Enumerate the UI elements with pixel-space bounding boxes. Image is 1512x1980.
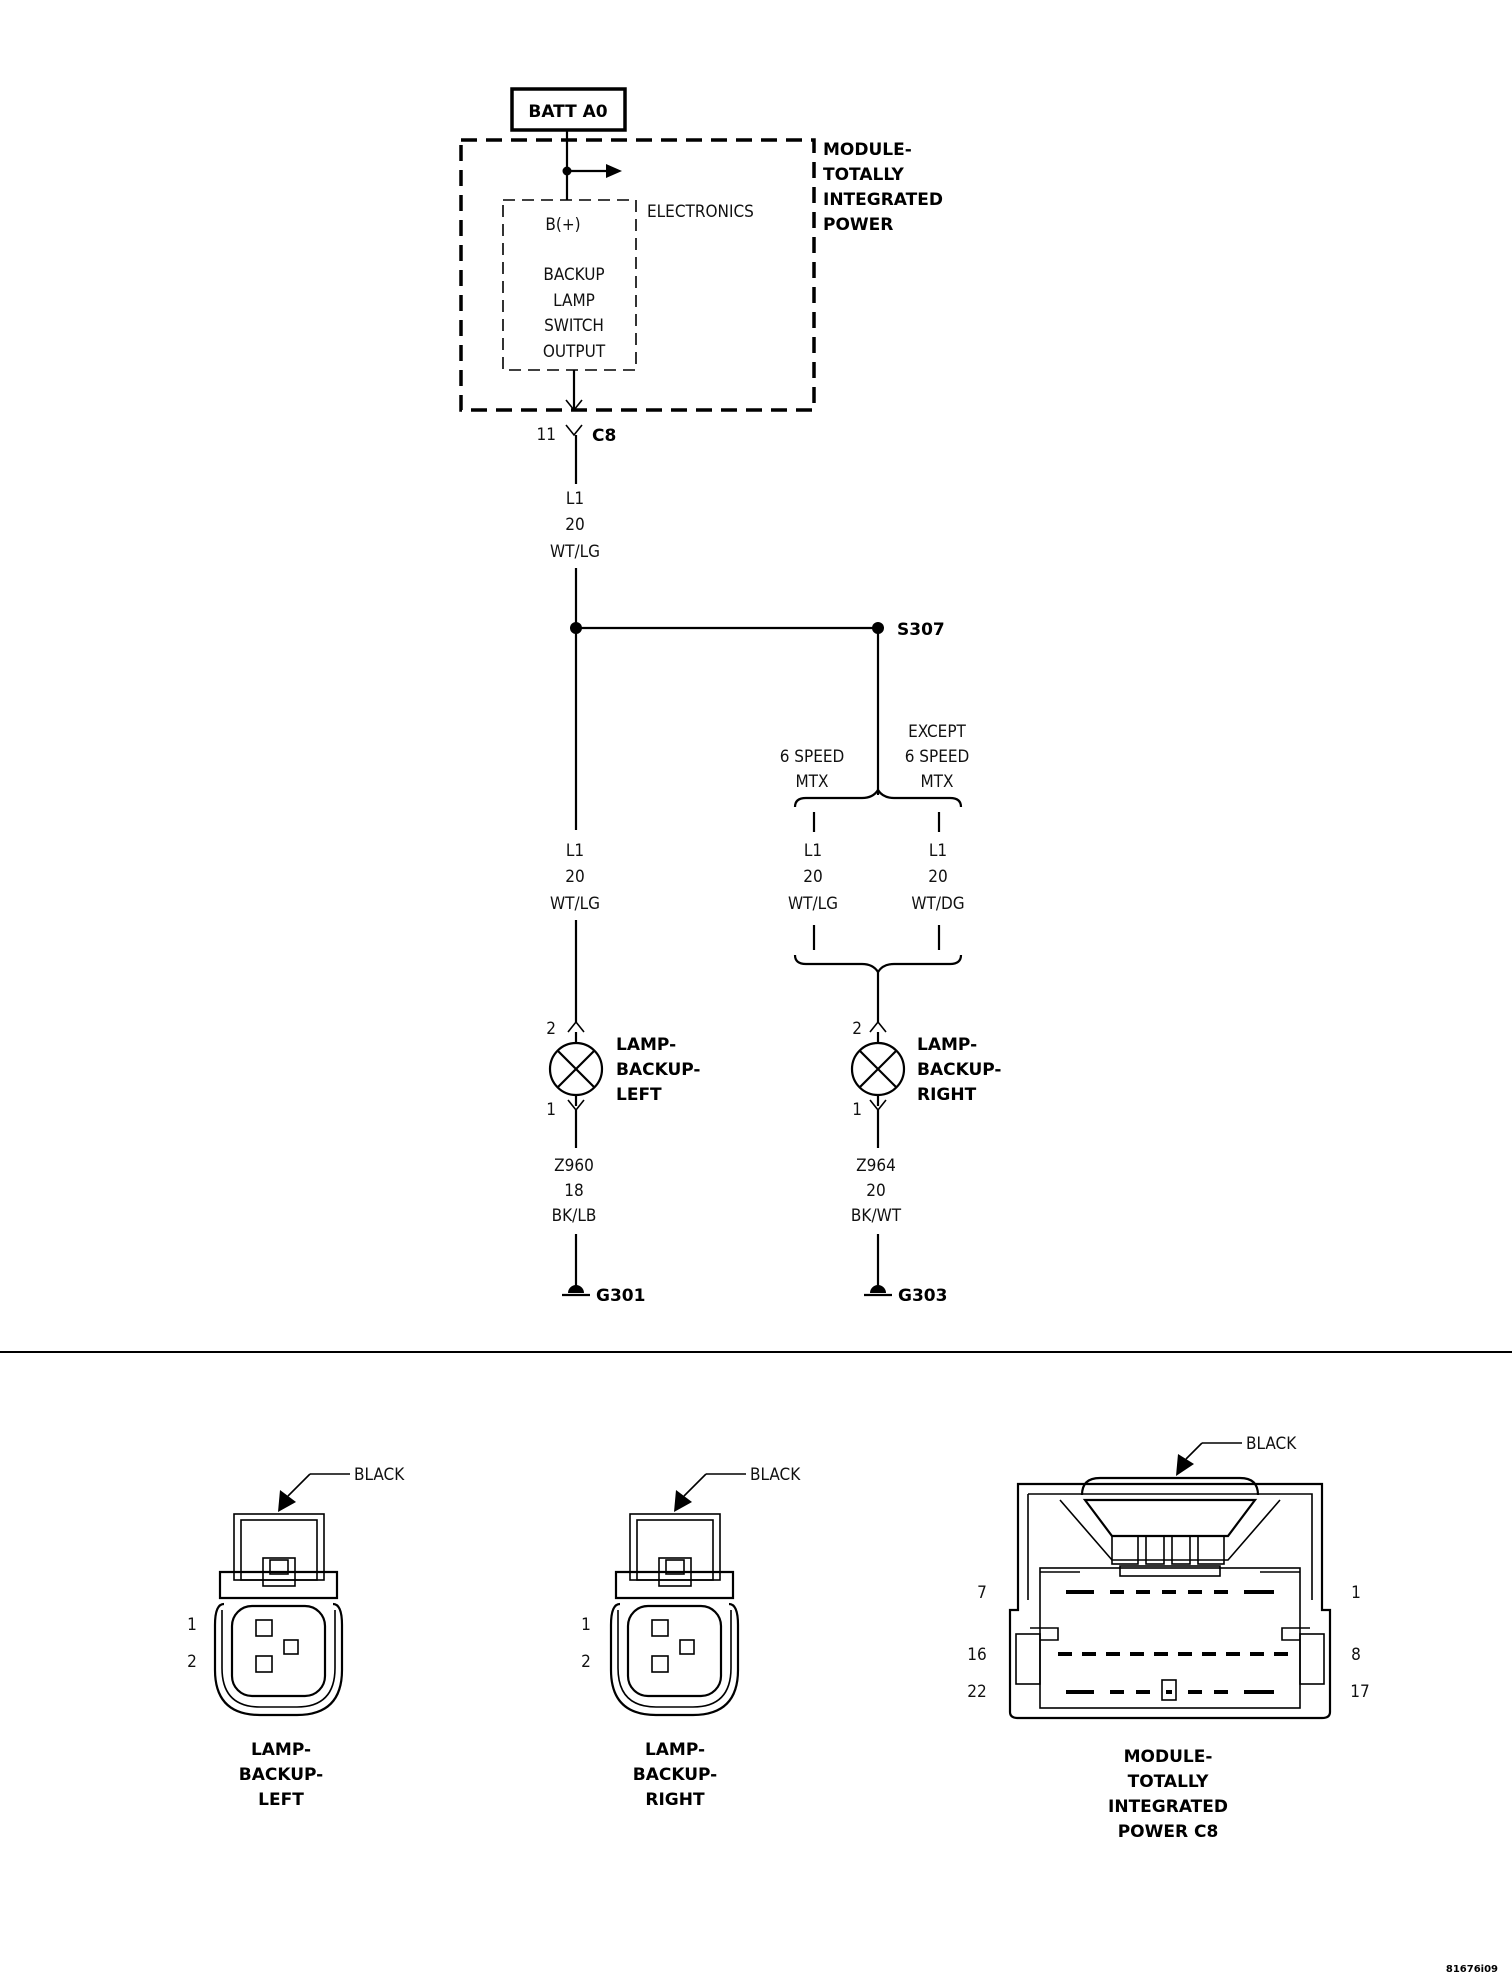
- svg-text:2: 2: [581, 1652, 591, 1672]
- option-brace-top: [793, 787, 963, 808]
- svg-text:RIGHT: RIGHT: [645, 1790, 705, 1810]
- svg-text:20: 20: [565, 867, 584, 887]
- power-source-label: BATT A0: [528, 102, 607, 122]
- svg-text:BACKUP-: BACKUP-: [633, 1765, 718, 1785]
- option-b-wire-label: L1 20 WT/DG: [911, 841, 964, 914]
- svg-text:WT/LG: WT/LG: [550, 894, 600, 914]
- svg-text:L1: L1: [566, 489, 584, 509]
- right-lamp: 2 1 LAMP- BACKUP- RIGHT: [850, 1019, 1002, 1120]
- figure-id: 81676i09: [1446, 1964, 1498, 1975]
- svg-text:LAMP-: LAMP-: [645, 1740, 705, 1760]
- svg-text:L1: L1: [804, 841, 822, 861]
- svg-text:TOTALLY: TOTALLY: [1128, 1772, 1209, 1792]
- electronics-label: ELECTRONICS: [647, 202, 754, 222]
- svg-text:MTX: MTX: [795, 772, 828, 792]
- svg-text:20: 20: [803, 867, 822, 887]
- svg-text:20: 20: [866, 1181, 885, 1201]
- svg-text:MTX: MTX: [920, 772, 953, 792]
- module-connector-c8: 11 C8: [537, 424, 616, 446]
- ground-g303: G303: [864, 1285, 947, 1306]
- svg-text:BK/LB: BK/LB: [552, 1206, 597, 1226]
- svg-text:WT/DG: WT/DG: [911, 894, 964, 914]
- svg-text:17: 17: [1350, 1682, 1369, 1702]
- svg-text:18: 18: [564, 1181, 583, 1201]
- svg-text:MODULE-: MODULE-: [1124, 1747, 1213, 1767]
- svg-text:INTEGRATED: INTEGRATED: [1108, 1797, 1228, 1817]
- svg-text:20: 20: [565, 515, 584, 535]
- svg-text:G303: G303: [898, 1286, 947, 1306]
- connector-left-color: BLACK: [354, 1465, 405, 1485]
- svg-text:BK/WT: BK/WT: [851, 1206, 902, 1226]
- svg-text:LAMP-: LAMP-: [917, 1035, 977, 1055]
- svg-text:20: 20: [928, 867, 947, 887]
- svg-text:BACKUP-: BACKUP-: [616, 1060, 701, 1080]
- svg-text:1: 1: [581, 1615, 591, 1635]
- option-a-label: 6 SPEED MTX: [780, 747, 845, 792]
- svg-text:LAMP: LAMP: [553, 291, 595, 311]
- svg-text:L1: L1: [929, 841, 947, 861]
- svg-text:1: 1: [546, 1100, 556, 1120]
- svg-text:TOTALLY: TOTALLY: [823, 165, 904, 185]
- svg-text:BACKUP-: BACKUP-: [917, 1060, 1002, 1080]
- module-title: MODULE- TOTALLY INTEGRATED POWER: [823, 140, 943, 235]
- svg-text:BACKUP-: BACKUP-: [239, 1765, 324, 1785]
- connector-module-c8: BLACK: [967, 1434, 1369, 1842]
- svg-text:SWITCH: SWITCH: [544, 316, 604, 336]
- svg-text:LEFT: LEFT: [616, 1085, 662, 1105]
- power-source-box: BATT A0: [510, 87, 627, 132]
- electronics-boundary: [502, 199, 637, 371]
- connector-right-color: BLACK: [750, 1465, 801, 1485]
- svg-text:POWER: POWER: [823, 215, 893, 235]
- b-plus-label: B(+): [545, 215, 580, 235]
- svg-text:WT/LG: WT/LG: [788, 894, 838, 914]
- svg-text:WT/LG: WT/LG: [550, 542, 600, 562]
- svg-text:22: 22: [967, 1682, 986, 1702]
- splice-s307: S307: [570, 620, 945, 640]
- left-ground-wire-label: Z960 18 BK/LB: [552, 1156, 597, 1226]
- svg-text:2: 2: [546, 1019, 556, 1039]
- internal-function-label: BACKUP LAMP SWITCH OUTPUT: [543, 265, 606, 362]
- svg-text:16: 16: [967, 1645, 986, 1665]
- svg-text:2: 2: [187, 1652, 197, 1672]
- svg-text:8: 8: [1351, 1645, 1361, 1665]
- connector-lamp-backup-left: BLACK 1 2 LAMP- BACKUP- LEFT: [187, 1465, 405, 1810]
- feed-wire-label: L1 20 WT/LG: [550, 489, 600, 562]
- svg-text:S307: S307: [897, 620, 945, 640]
- option-a-wire-label: L1 20 WT/LG: [788, 841, 838, 914]
- svg-text:1: 1: [852, 1100, 862, 1120]
- svg-text:6 SPEED: 6 SPEED: [905, 747, 970, 767]
- svg-text:BACKUP: BACKUP: [543, 265, 604, 285]
- left-lamp: 2 1 LAMP- BACKUP- LEFT: [546, 1019, 700, 1120]
- svg-text:11: 11: [537, 425, 556, 445]
- svg-text:G301: G301: [596, 1286, 645, 1306]
- option-brace-bottom: [793, 954, 963, 975]
- svg-text:Z964: Z964: [856, 1156, 896, 1176]
- svg-text:RIGHT: RIGHT: [917, 1085, 977, 1105]
- svg-text:Z960: Z960: [554, 1156, 594, 1176]
- svg-text:L1: L1: [566, 841, 584, 861]
- svg-text:LAMP-: LAMP-: [251, 1740, 311, 1760]
- connector-lamp-backup-right: BLACK 1 2 LAMP- BACKUP- RIGHT: [581, 1465, 801, 1810]
- svg-text:MODULE-: MODULE-: [823, 140, 912, 160]
- option-b-label: EXCEPT 6 SPEED MTX: [905, 722, 970, 792]
- svg-text:1: 1: [187, 1615, 197, 1635]
- left-branch-wire-label: L1 20 WT/LG: [550, 841, 600, 914]
- module-boundary: [459, 138, 816, 412]
- svg-text:POWER C8: POWER C8: [1118, 1822, 1219, 1842]
- connector-module-color: BLACK: [1246, 1434, 1297, 1454]
- svg-text:OUTPUT: OUTPUT: [543, 342, 606, 362]
- svg-text:EXCEPT: EXCEPT: [908, 722, 966, 742]
- ground-g301: G301: [562, 1285, 645, 1306]
- svg-text:1: 1: [1351, 1583, 1361, 1603]
- svg-text:7: 7: [977, 1583, 987, 1603]
- svg-text:INTEGRATED: INTEGRATED: [823, 190, 943, 210]
- svg-text:2: 2: [852, 1019, 862, 1039]
- svg-text:6 SPEED: 6 SPEED: [780, 747, 845, 767]
- right-ground-wire-label: Z964 20 BK/WT: [851, 1156, 902, 1226]
- svg-text:C8: C8: [592, 426, 616, 446]
- svg-text:LAMP-: LAMP-: [616, 1035, 676, 1055]
- svg-text:LEFT: LEFT: [258, 1790, 304, 1810]
